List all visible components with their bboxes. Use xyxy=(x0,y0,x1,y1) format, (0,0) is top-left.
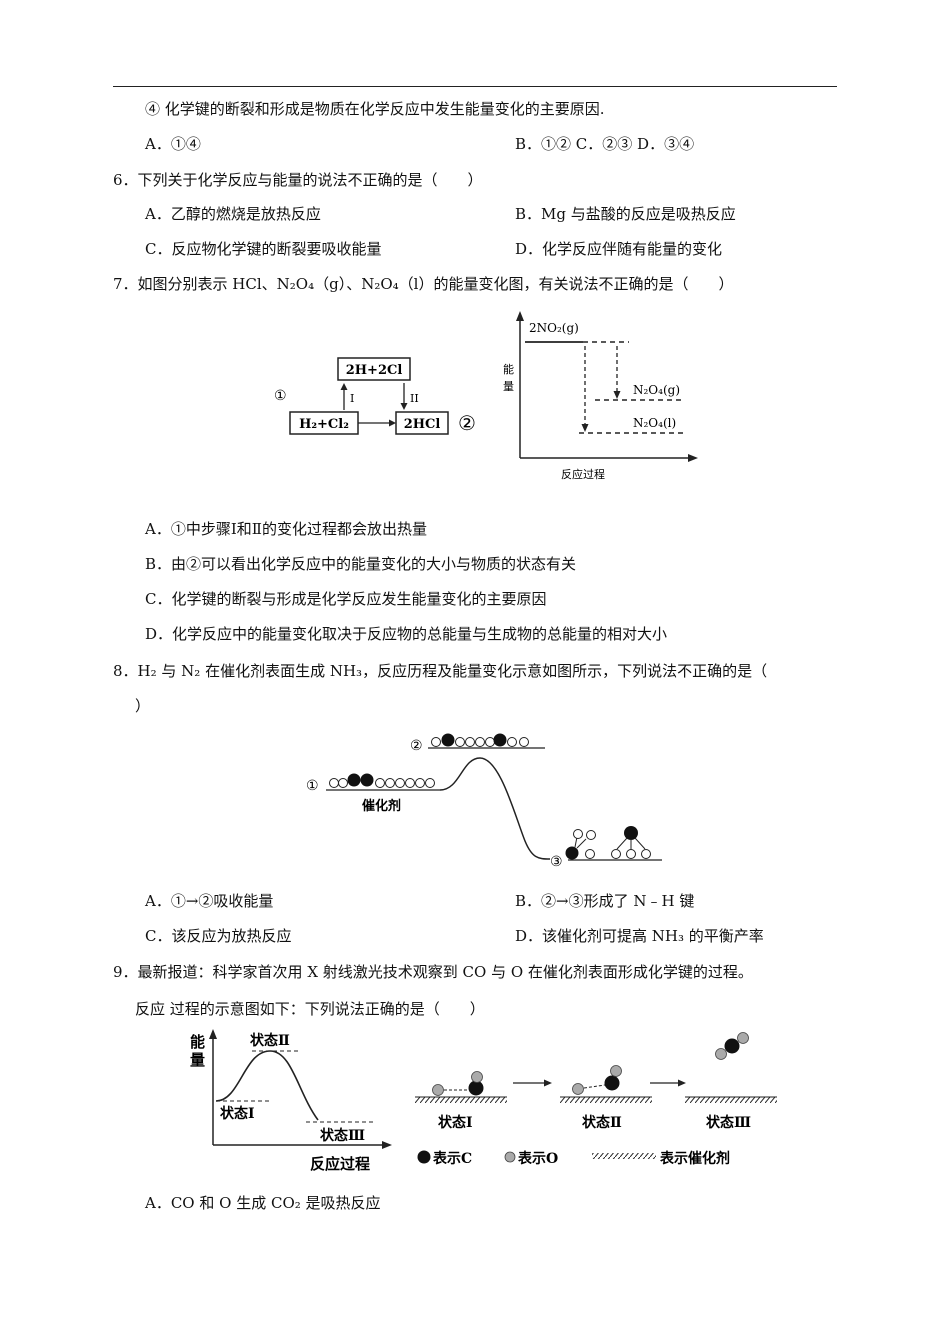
q8-molecules-state3 xyxy=(565,826,651,860)
q6-option-d: D．化学反应伴随有能量的变化 xyxy=(515,240,723,258)
q9-legend-oxygen-icon xyxy=(504,1151,516,1163)
q8-molecules-state2 xyxy=(431,733,529,747)
q5-option-a: A．①④ xyxy=(145,135,201,153)
q7-fig2-marker: ② xyxy=(458,411,476,435)
q9-surface-state2 xyxy=(560,1097,652,1103)
q9-legend-oxygen: 表示O xyxy=(517,1150,558,1167)
q9-x-arrow xyxy=(382,1141,392,1149)
q7-arrowhead-small xyxy=(613,391,621,399)
q7-ylabel-2: 量 xyxy=(503,380,514,393)
q9-legend-catalyst-icon xyxy=(592,1153,656,1159)
q9-state3-label: 状态Ⅲ xyxy=(706,1114,751,1131)
q8-marker-1: ① xyxy=(306,778,319,794)
q9-state2-label: 状态Ⅱ xyxy=(582,1114,622,1131)
q9-ylabel-1: 能 xyxy=(190,1033,205,1051)
q8-stem-line1: 8．H₂ 与 N₂ 在催化剂表面生成 NH₃，反应历程及能量变化示意如图所示，下… xyxy=(113,662,768,680)
q7-figure-energy-diagram: 能 量 2NO₂(g) N₂O₄(g) N₂O₄(l) 反应过程 xyxy=(503,311,698,481)
q8-option-c: C．该反应为放热反应 xyxy=(145,927,292,945)
q9-legend-carbon: 表示C xyxy=(432,1150,472,1167)
q7-option-a: A．①中步骤Ⅰ和Ⅱ的变化过程都会放出热量 xyxy=(145,520,427,538)
q7-level-low-label: N₂O₄(l) xyxy=(633,416,676,430)
q7-box-reactants-label: H₂+Cl₂ xyxy=(299,417,349,432)
q9-surface-state3 xyxy=(685,1097,777,1103)
q7-arrowhead-step1 xyxy=(340,383,348,390)
q7-option-d: D．化学反应中的能量变化取决于反应物的总能量与生成物的总能量的相对大小 xyxy=(145,625,668,643)
q9-y-arrow xyxy=(209,1029,217,1039)
q6-option-b: B．Mg 与盐酸的反应是吸热反应 xyxy=(515,205,736,223)
q8-energy-curve xyxy=(439,757,551,860)
q9-legend-catalyst: 表示催化剂 xyxy=(659,1150,730,1167)
q9-graph-state2: 状态Ⅱ xyxy=(250,1032,290,1049)
header-rule xyxy=(113,86,837,87)
q9-xlabel: 反应过程 xyxy=(310,1155,370,1173)
q7-stem: 7．如图分别表示 HCl、N₂O₄（g）、N₂O₄（l）的能量变化图，有关说法不… xyxy=(113,275,734,293)
q9-stem-line1: 9．最新报道：科学家首次用 X 射线激光技术观察到 CO 与 O 在催化剂表面形… xyxy=(113,963,753,981)
q7-level-top-label: 2NO₂(g) xyxy=(529,321,579,335)
q8-marker-3: ③ xyxy=(550,854,563,870)
q9-figure: 能 量 状态Ⅱ 状态Ⅰ 状态Ⅲ 反应过程 状态Ⅰ 状态Ⅱ 状态Ⅲ xyxy=(190,1029,777,1173)
q9-graph-state1: 状态Ⅰ xyxy=(220,1105,255,1122)
q8-marker-2: ② xyxy=(410,738,423,754)
q7-level-mid-label: N₂O₄(g) xyxy=(633,383,680,397)
q8-figure-reaction-path: ① 催化剂 ② ③ xyxy=(306,733,662,870)
q8-option-d: D．该催化剂可提高 NH₃ 的平衡产率 xyxy=(515,927,764,945)
q9-arrowhead-2 xyxy=(678,1079,686,1087)
q9-ylabel-2: 量 xyxy=(190,1051,205,1069)
q7-arrowhead-big xyxy=(581,424,589,432)
q8-option-b: B．②→③形成了 N﹣H 键 xyxy=(515,892,695,910)
q6-option-c: C．反应物化学键的断裂要吸收能量 xyxy=(145,240,382,258)
q5-options-bcd: B．①② C．②③ D．③④ xyxy=(515,135,695,153)
q8-stem-line2: ） xyxy=(135,697,151,715)
q8-catalyst-label: 催化剂 xyxy=(362,798,401,814)
q7-y-arrow xyxy=(516,311,524,321)
q9-surface-state1 xyxy=(415,1097,507,1103)
q7-box-atoms xyxy=(337,357,411,381)
q8-option-a: A．①→②吸收能量 xyxy=(145,892,274,910)
q7-option-b: B．由②可以看出化学反应中的能量变化的大小与物质的状态有关 xyxy=(145,555,577,573)
q9-molecules-state3 xyxy=(715,1032,749,1060)
q9-state1-label: 状态Ⅰ xyxy=(438,1114,473,1131)
q9-molecules-state2 xyxy=(572,1065,622,1095)
q6-option-a: A．乙醇的燃烧是放热反应 xyxy=(145,205,321,223)
q7-x-arrow xyxy=(688,454,698,462)
q7-figure-hcl-cycle: ① 2H+2Cl H₂+Cl₂ 2HCl I II ② xyxy=(274,357,476,435)
q6-stem: 6．下列关于化学反应与能量的说法不正确的是（ ） xyxy=(113,171,483,189)
q7-ylabel-1: 能 xyxy=(503,362,514,376)
q7-step1-label: I xyxy=(350,392,354,405)
q9-legend-carbon-icon xyxy=(417,1150,431,1164)
q7-fig1-marker: ① xyxy=(274,388,287,404)
q7-arrowhead-step2 xyxy=(400,403,408,410)
q7-option-c: C．化学键的断裂与形成是化学反应发生能量变化的主要原因 xyxy=(145,590,547,608)
q7-box-atoms-label: 2H+2Cl xyxy=(346,363,403,378)
q8-molecules-state1 xyxy=(329,773,435,788)
q9-arrowhead-1 xyxy=(544,1079,552,1087)
q9-graph-state3: 状态Ⅲ xyxy=(320,1127,365,1144)
q9-stem-line2: 反应 过程的示意图如下：下列说法正确的是（ ） xyxy=(135,1000,485,1018)
q7-step2-label: II xyxy=(410,392,419,405)
q9-molecules-state1 xyxy=(432,1071,484,1096)
q7-arrowhead-main xyxy=(389,419,396,427)
q5-statement-4: ④ 化学键的断裂和形成是物质在化学反应中发生能量变化的主要原因. xyxy=(145,100,605,118)
q7-box-product-label: 2HCl xyxy=(404,417,441,432)
q7-xlabel: 反应过程 xyxy=(561,467,605,481)
q9-option-a: A．CO 和 O 生成 CO₂ 是吸热反应 xyxy=(145,1194,381,1212)
